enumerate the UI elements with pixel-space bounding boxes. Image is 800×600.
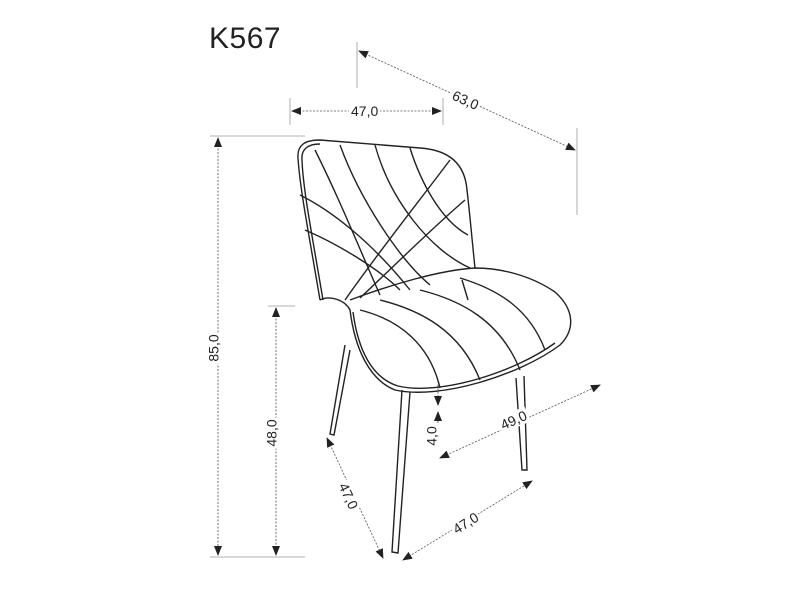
product-code-title: K567 — [209, 22, 282, 55]
dimension-lines — [214, 50, 601, 561]
chair-outline — [297, 139, 572, 554]
height-label: 85,0 — [205, 332, 222, 364]
seat-thickness-label: 4,0 — [423, 424, 440, 448]
seat-height-label: 48,0 — [263, 417, 280, 449]
width-label: 47,0 — [349, 103, 381, 119]
extension-lines — [210, 42, 578, 558]
